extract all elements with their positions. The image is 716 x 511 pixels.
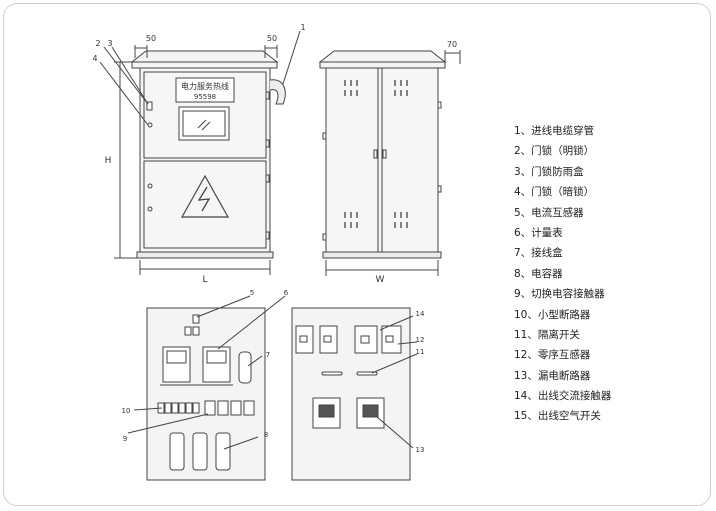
legend-item: 13、漏电断路器: [514, 369, 591, 382]
callout-9: 9: [123, 435, 127, 443]
callout-11: 11: [416, 348, 425, 356]
callout-13: 13: [416, 446, 425, 454]
height-label: H: [105, 156, 112, 166]
legend-item: 5、电流互感器: [514, 206, 584, 219]
legend-item: 7、接线盒: [514, 247, 563, 260]
legend-item: 11、隔离开关: [514, 328, 580, 341]
legend-item: 4、门锁（暗锁）: [514, 186, 595, 199]
legend-item: 14、出线交流接触器: [514, 390, 612, 403]
front-view: [99, 30, 301, 275]
legend-item: 10、小型断路器: [514, 308, 591, 321]
interior-right-text: 11 12 13 14: [416, 310, 425, 454]
legend-item: 12、零序互感器: [514, 349, 591, 362]
callout-14: 14: [416, 310, 425, 318]
legend-item: 15、出线空气开关: [514, 410, 601, 423]
callout-6: 6: [284, 289, 289, 297]
callout-5: 5: [250, 289, 254, 297]
legend-item: 6、计量表: [514, 226, 563, 239]
legend-item: 9、切换电容接触器: [514, 288, 605, 301]
callout-3: 3: [107, 39, 112, 48]
width-label-l: L: [202, 275, 207, 285]
interior-right: [291, 307, 418, 481]
legend-item: 3、门锁防雨盒: [514, 165, 584, 178]
callout-2: 2: [95, 39, 100, 48]
callout-12: 12: [416, 336, 425, 344]
legend-item: 1、进线电缆穿管: [514, 125, 595, 137]
hotline-text-1: 电力服务热线: [181, 81, 229, 91]
interior-left: [127, 295, 286, 481]
callout-10: 10: [122, 407, 131, 415]
interior-left-text: 5 6 7 8 9 10: [122, 289, 289, 443]
side-view-text: 70 W: [376, 40, 458, 285]
callout-7: 7: [266, 351, 270, 359]
callout-4: 4: [92, 54, 97, 63]
outer-frame: [3, 3, 711, 506]
width-label-w: W: [376, 275, 385, 285]
dim-50-right: 50: [267, 34, 277, 43]
legend-item: 8、电容器: [514, 267, 563, 280]
side-view: [318, 50, 461, 276]
legend-list: 1、进线电缆穿管 2、门锁（明锁） 3、门锁防雨盒 4、门锁（暗锁） 5、电流互…: [514, 121, 611, 427]
dim-50-left: 50: [146, 34, 156, 43]
hotline-text-2: 95598: [194, 93, 216, 101]
callout-1: 1: [300, 23, 305, 32]
callout-8: 8: [264, 431, 268, 439]
legend-item: 2、门锁（明锁）: [514, 145, 595, 158]
front-view-text: 电力服务热线 95598 50 50 H L 2 3 4 1: [92, 23, 305, 285]
dim-70: 70: [447, 40, 457, 49]
